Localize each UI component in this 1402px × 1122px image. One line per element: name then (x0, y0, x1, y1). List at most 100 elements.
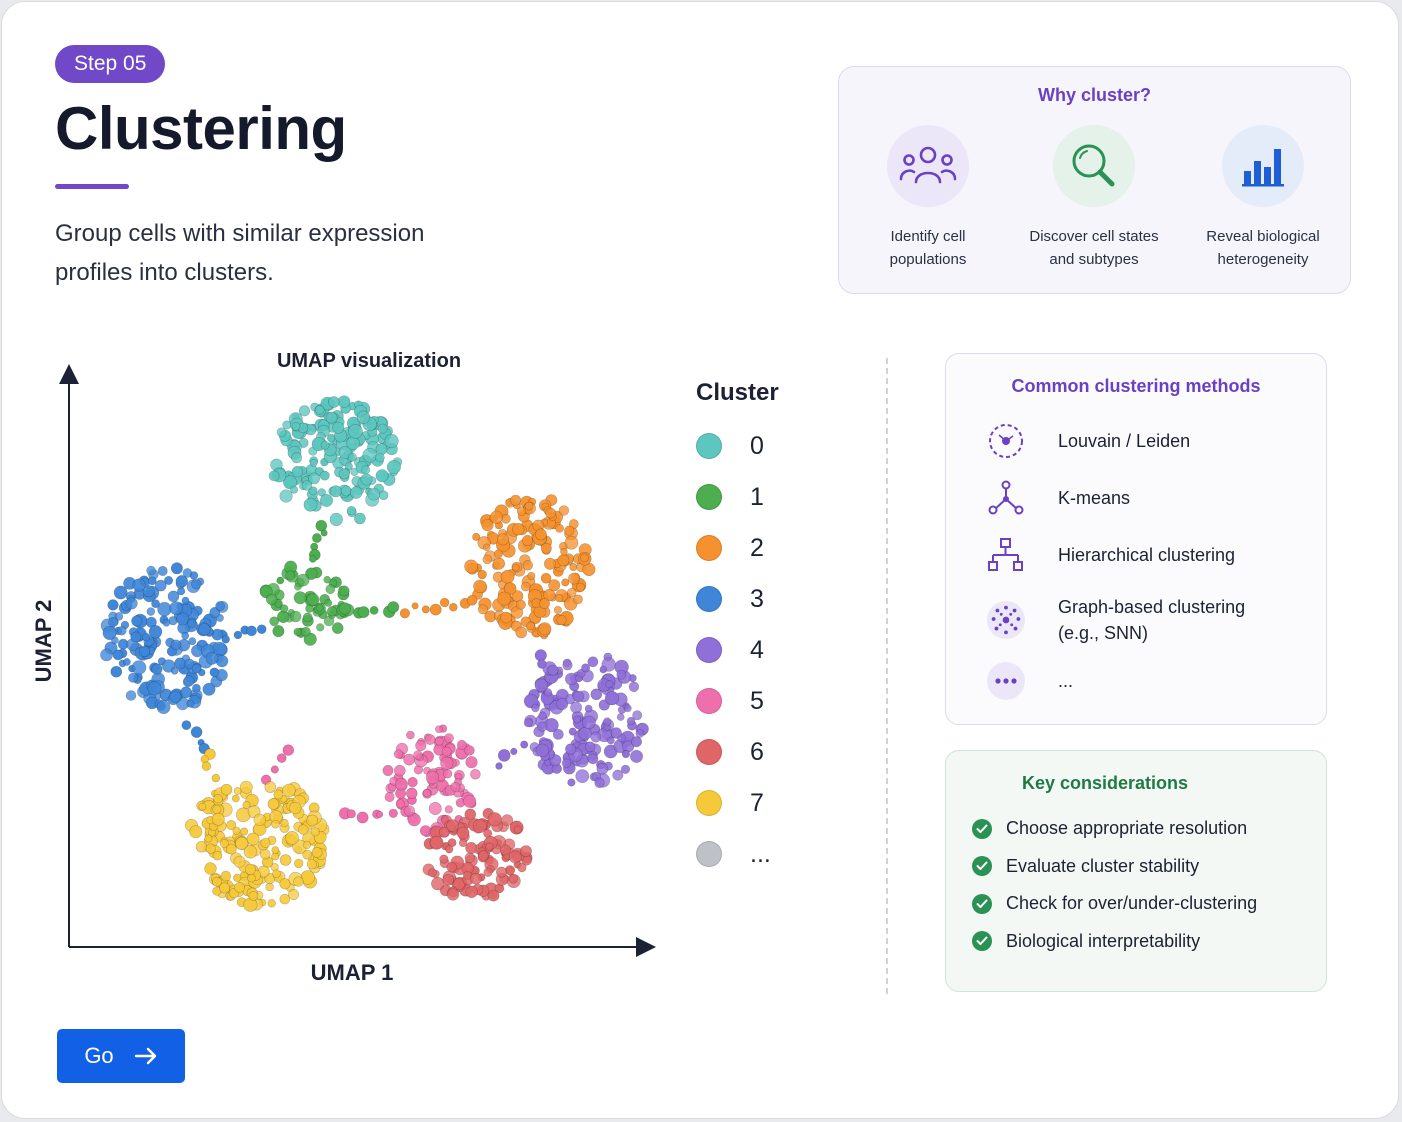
method-label: K-means (1058, 488, 1131, 508)
umap-point (564, 535, 579, 550)
umap-point (269, 616, 280, 627)
more-icon (986, 661, 1026, 701)
umap-point (575, 582, 585, 592)
umap-point (300, 626, 311, 637)
umap-point (500, 569, 515, 584)
consideration-label: Evaluate cluster stability (1006, 855, 1200, 876)
umap-point (446, 862, 457, 873)
go-label: Go (84, 1043, 114, 1068)
umap-point (439, 854, 449, 864)
umap-point (465, 885, 478, 898)
umap-point (266, 593, 278, 606)
umap-point (632, 710, 643, 721)
umap-point (204, 862, 217, 875)
umap-point (520, 581, 531, 592)
umap-point (219, 882, 231, 894)
legend-label: 4 (750, 635, 764, 664)
umap-point (346, 809, 356, 819)
umap-point (215, 601, 225, 611)
umap-point (628, 681, 640, 692)
umap-point (332, 421, 345, 434)
umap-point (325, 584, 336, 594)
step-badge: Step 05 (55, 45, 166, 83)
umap-point (522, 560, 533, 571)
legend-swatch (696, 739, 722, 765)
consideration-item: Evaluate cluster stability (972, 856, 1199, 877)
title-underline (55, 184, 129, 189)
umap-point (584, 704, 593, 713)
umap-point (440, 756, 454, 770)
umap-point (184, 658, 195, 669)
check-icon (972, 893, 992, 914)
umap-point (346, 436, 360, 450)
umap-point (483, 867, 493, 877)
umap-point (508, 874, 519, 884)
umap-point (320, 529, 328, 537)
umap-point (167, 590, 180, 603)
method-louvain: Louvain / Leiden (986, 421, 1190, 461)
umap-point (448, 602, 458, 612)
legend-label: 6 (750, 737, 764, 766)
bar-chart-icon (1222, 125, 1304, 207)
umap-point (587, 753, 599, 765)
umap-point (325, 411, 338, 424)
umap-point (107, 599, 119, 611)
umap-point (464, 559, 478, 574)
umap-point (329, 512, 343, 527)
umap-point (393, 749, 404, 759)
umap-point (170, 639, 182, 651)
umap-point (282, 420, 292, 430)
umap-point (470, 872, 482, 885)
umap-point (138, 645, 151, 658)
umap-point (539, 598, 550, 609)
umap-point (306, 593, 320, 607)
umap-point (515, 626, 528, 639)
umap-point (513, 825, 522, 834)
umap-point (629, 749, 643, 763)
umap-point (302, 612, 313, 623)
umap-point (338, 585, 350, 597)
umap-point (315, 519, 328, 532)
page-subtitle: Group cells with similar expression prof… (55, 220, 425, 286)
umap-point (517, 862, 527, 873)
umap-point (188, 637, 197, 646)
umap-point (560, 547, 568, 556)
umap-point (314, 405, 325, 415)
plot-title: UMAP visualization (276, 350, 462, 372)
umap-point (425, 770, 440, 785)
check-icon (972, 931, 992, 951)
umap-point (271, 819, 280, 829)
umap-point (268, 470, 280, 482)
umap-point (285, 831, 299, 845)
go-button[interactable]: Go (57, 1029, 185, 1083)
legend-swatch (696, 484, 722, 510)
umap-point (478, 850, 489, 861)
umap-point (477, 604, 489, 615)
umap-point (279, 854, 292, 866)
umap-point (482, 554, 493, 565)
umap-point (276, 576, 285, 585)
umap-point (535, 528, 547, 541)
umap-point (283, 475, 297, 490)
umap-point (466, 594, 478, 606)
umap-point (212, 804, 222, 814)
umap-point (464, 745, 475, 756)
umap-point (548, 579, 561, 592)
umap-point (442, 769, 453, 779)
umap-point (512, 522, 525, 536)
umap-point (403, 805, 416, 817)
umap-point (524, 501, 534, 511)
umap-point (610, 727, 622, 739)
umap-point (233, 787, 242, 795)
umap-point (367, 487, 381, 501)
umap-point (587, 656, 599, 668)
umap-point (537, 721, 548, 732)
umap-point (572, 690, 585, 703)
umap-point (305, 567, 318, 580)
umap-point (319, 470, 330, 481)
method-label: Graph-based clustering (e.g., SNN) (1058, 597, 1246, 643)
umap-point (253, 813, 266, 826)
umap-point (267, 899, 276, 908)
umap-point (407, 776, 418, 788)
